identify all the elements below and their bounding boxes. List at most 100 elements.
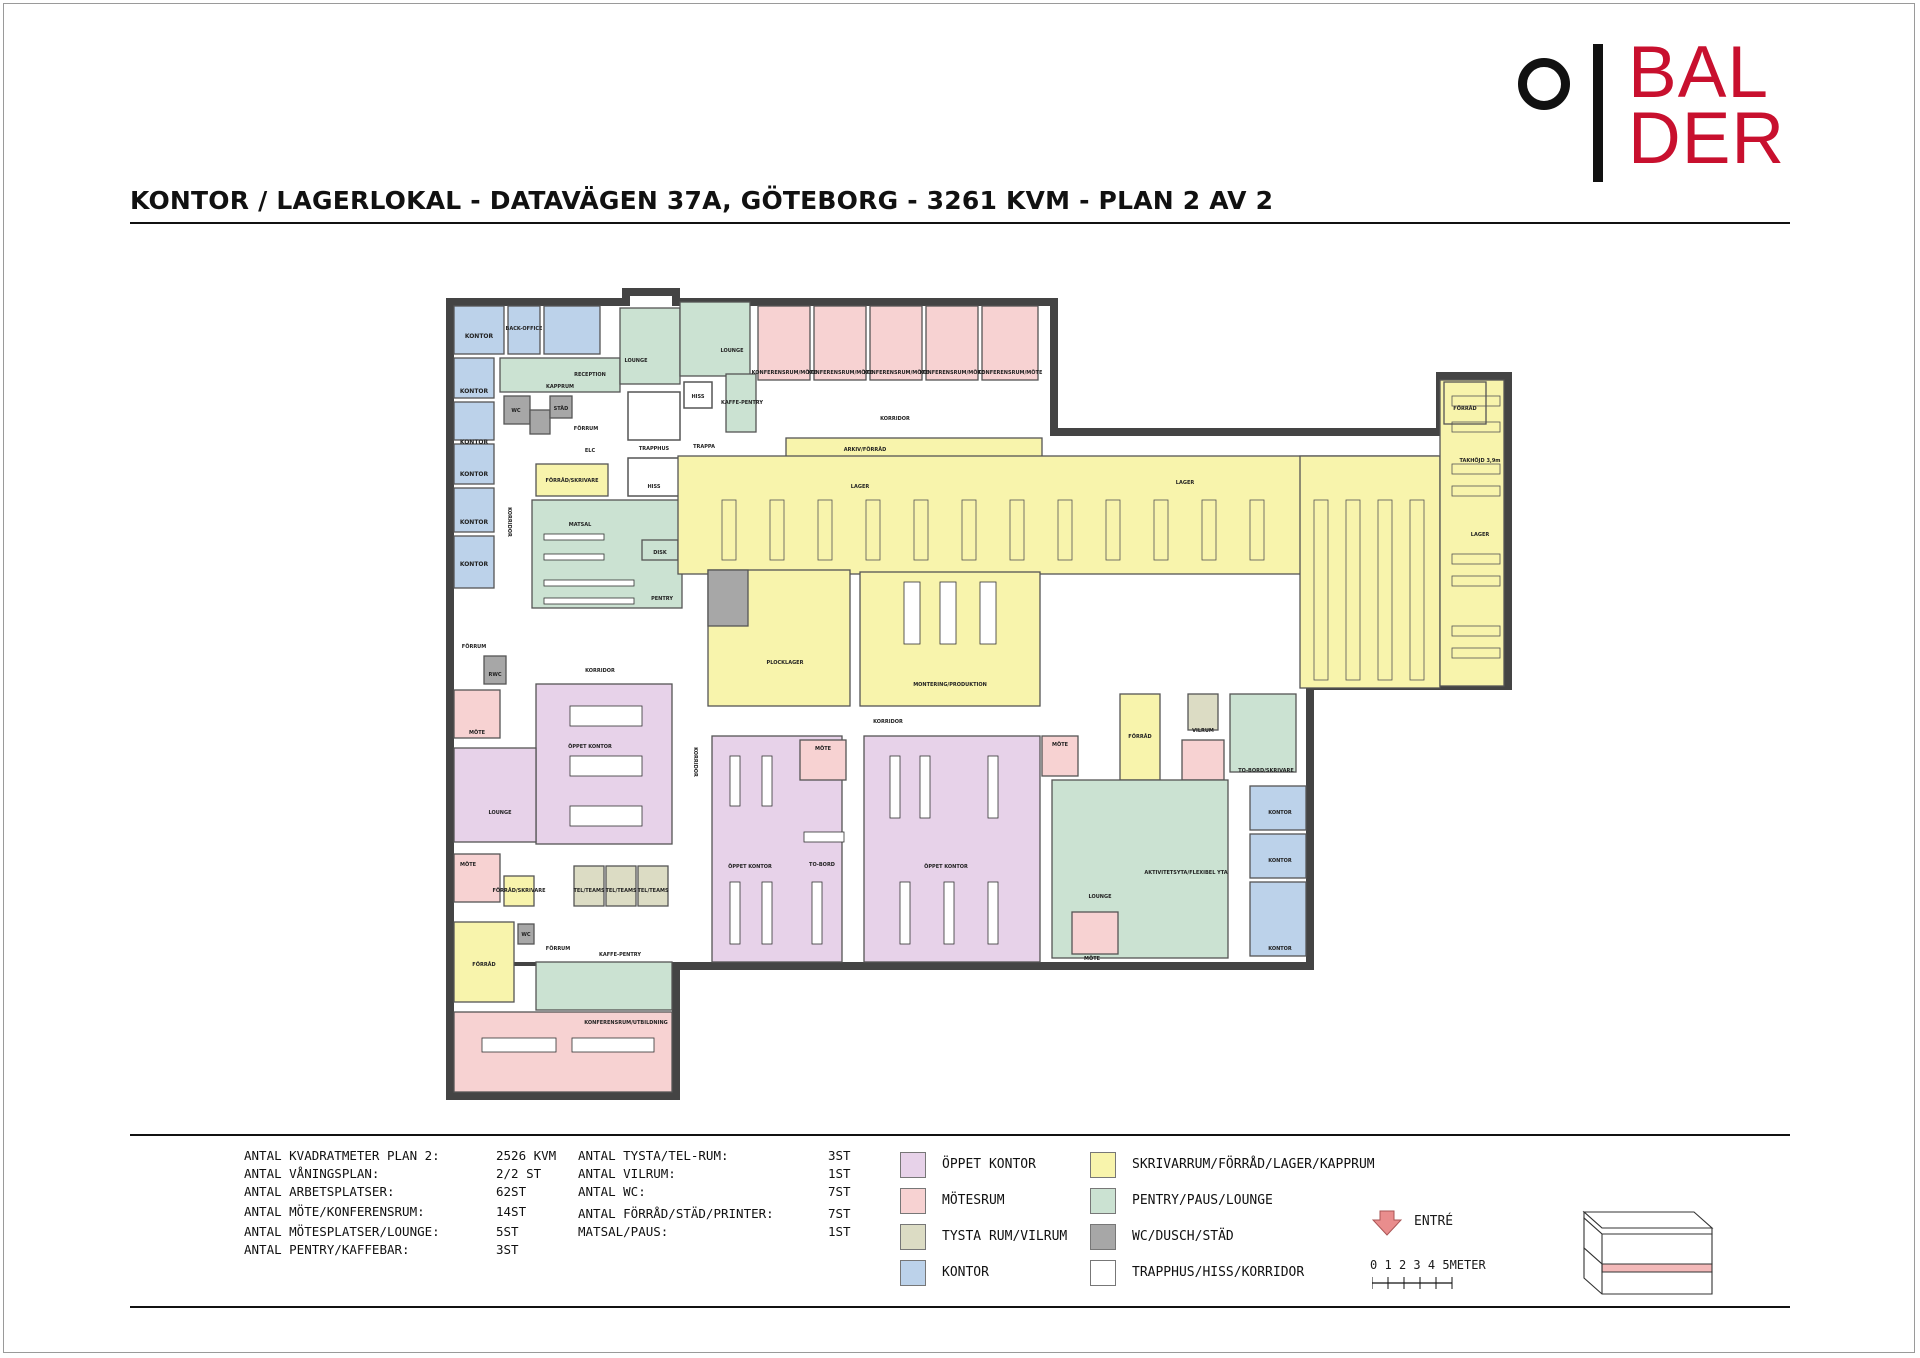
room-konferens-2 <box>813 305 867 381</box>
room-trapphus <box>627 391 681 441</box>
scale-ticks: 0 1 2 3 4 5METER <box>1370 1258 1486 1272</box>
rack-ne <box>1451 647 1501 659</box>
plocklager-montering: PLOCKLAGER MONTERING/PRODUKTION KORRIDOR <box>707 569 1041 725</box>
rack <box>721 499 737 561</box>
desk-group <box>919 755 931 819</box>
stat-value: 7ST <box>828 1206 851 1221</box>
stat-label: ANTAL MÖTE/KONFERENSRUM: <box>244 1204 425 1219</box>
room-forrad-skrivare-west <box>503 875 535 907</box>
room-kontor-6 <box>453 535 495 589</box>
legend-swatch <box>900 1260 926 1286</box>
scale-tick-label: 3 <box>1413 1258 1421 1272</box>
desk-group <box>569 755 643 777</box>
room-wc-sw <box>517 923 535 945</box>
bench <box>903 581 921 645</box>
legend-swatch <box>1090 1224 1116 1250</box>
room-plocklager-wc <box>707 569 749 627</box>
room-vilrum <box>1187 693 1219 731</box>
label-takhojd: TAKHÖJD 3,9m <box>1459 457 1500 464</box>
label-lager-1: LAGER <box>851 484 870 490</box>
montering-benches <box>903 581 997 645</box>
scale-tick-label: 5 <box>1442 1258 1450 1272</box>
label-wc-sw: WC <box>521 932 531 938</box>
desks-south <box>729 755 999 945</box>
room-tel-3 <box>637 865 669 907</box>
desk-group <box>569 705 643 727</box>
label-konferens-1: KONFERENSRUM/MÖTE <box>752 369 817 376</box>
legend-swatch <box>1090 1188 1116 1214</box>
room-hiss-2 <box>627 457 681 497</box>
label-korridor-top: KORRIDOR <box>880 416 910 422</box>
room-mote-west-2 <box>453 853 501 903</box>
label-to-bord: TO-BORD <box>809 862 835 868</box>
label-vilrum: VILRUM <box>1192 728 1214 734</box>
label-pentry-matsal: PENTRY <box>651 596 673 602</box>
label-arkiv-forrad: ARKIV/FÖRRÅD <box>844 446 887 453</box>
oppet-kontor-west: ÖPPET KONTOR RWC MÖTE LOUNGE MÖTE FÖRRÅD… <box>453 655 673 907</box>
label-korridor-left: KORRIDOR <box>506 507 512 537</box>
label-kapprum: KAPPRUM <box>546 384 574 390</box>
bench <box>939 581 957 645</box>
room-kontor-5 <box>453 487 495 533</box>
label-mote-west-2: MÖTE <box>460 861 477 868</box>
room-stad <box>549 395 573 419</box>
stat-label: ANTAL KVADRATMETER PLAN 2: <box>244 1148 440 1163</box>
rack <box>1009 499 1025 561</box>
scale-tick-label: 4 <box>1427 1258 1436 1272</box>
room-forrad-east <box>1119 693 1161 781</box>
label-oppet-kontor-west: ÖPPET KONTOR <box>568 743 612 750</box>
room-lager-right <box>1439 379 1505 687</box>
rack-ne <box>1451 463 1501 475</box>
stats-right: ANTAL TYSTA/TEL-RUM: 3ST ANTAL VILRUM: 1… <box>578 1148 878 1268</box>
legend-label: MÖTESRUM <box>942 1193 1005 1208</box>
logo-bar-mark <box>1593 44 1603 182</box>
room-konferens-4 <box>925 305 979 381</box>
room-forrad-sw <box>453 921 515 1003</box>
stat-value: 5ST <box>496 1224 519 1239</box>
scale-tick-label: 1 <box>1384 1258 1392 1272</box>
entre-indicator: ENTRÉ <box>1371 1210 1453 1240</box>
room-kontor-4 <box>453 443 495 485</box>
matsal-area: MATSAL DISK PENTRY <box>531 499 683 609</box>
room-lounge-top <box>619 307 681 385</box>
desk-group <box>811 881 823 945</box>
legend-label: TRAPPHUS/HISS/KORRIDOR <box>1132 1265 1305 1280</box>
stat-label: ANTAL FÖRRÅD/STÄD/PRINTER: <box>578 1206 774 1221</box>
oppet-kontor-south: KORRIDOR ÖPPET KONTOR MÖTE TO-BORD ÖPPET… <box>692 735 1079 963</box>
floor-stack-indicator <box>1582 1206 1714 1302</box>
scale-tick-label: 0 <box>1370 1258 1378 1272</box>
logo-line-2: DER <box>1628 98 1786 179</box>
stats-divider-top <box>130 1134 1790 1136</box>
room-reception <box>543 305 601 355</box>
desk-group <box>889 755 901 819</box>
label-kontor-6: KONTOR <box>460 561 489 568</box>
rack-ne <box>1451 625 1501 637</box>
label-kontor-east-1: KONTOR <box>1268 810 1292 816</box>
label-montering: MONTERING/PRODUKTION <box>913 682 987 688</box>
label-konferens-5: KONFERENSRUM/MÖTE <box>978 369 1043 376</box>
scale-ruler-icon <box>1372 1277 1453 1289</box>
label-hiss-1: HISS <box>691 394 704 400</box>
desk-group <box>943 881 955 945</box>
label-trapphus: TRAPPHUS <box>639 446 670 452</box>
kontor-column-left: KONTOR KONTOR KONTOR KONTOR KONTOR KONTO… <box>453 305 505 589</box>
to-bord-table <box>803 831 845 843</box>
label-konferens-3: KONFERENSRUM/MÖTE <box>864 369 929 376</box>
floor-slab-top <box>1582 1211 1714 1229</box>
rack <box>1153 499 1169 561</box>
label-korridor-south-lager: KORRIDOR <box>873 719 903 725</box>
legend-label: TYSTA RUM/VILRUM <box>942 1229 1068 1244</box>
floor-plan-drawing: KONTOR KONTOR KONTOR KONTOR KONTOR KONTO… <box>446 288 1512 1100</box>
label-lounge-east: LOUNGE <box>1088 894 1112 900</box>
label-kontor-east-2: KONTOR <box>1268 858 1292 864</box>
rack-ne <box>1451 421 1501 433</box>
label-reception: RECEPTION <box>574 372 606 378</box>
label-lager-2: LAGER <box>1176 480 1195 486</box>
label-korridor-mid: KORRIDOR <box>585 668 615 674</box>
room-rwc <box>483 655 507 685</box>
floor-slab-current <box>1601 1263 1713 1273</box>
rack <box>817 499 833 561</box>
label-mote-mid: MÖTE <box>815 745 832 752</box>
legend-label: PENTRY/PAUS/LOUNGE <box>1132 1193 1273 1208</box>
label-back-office: BACK-OFFICE <box>506 326 543 332</box>
